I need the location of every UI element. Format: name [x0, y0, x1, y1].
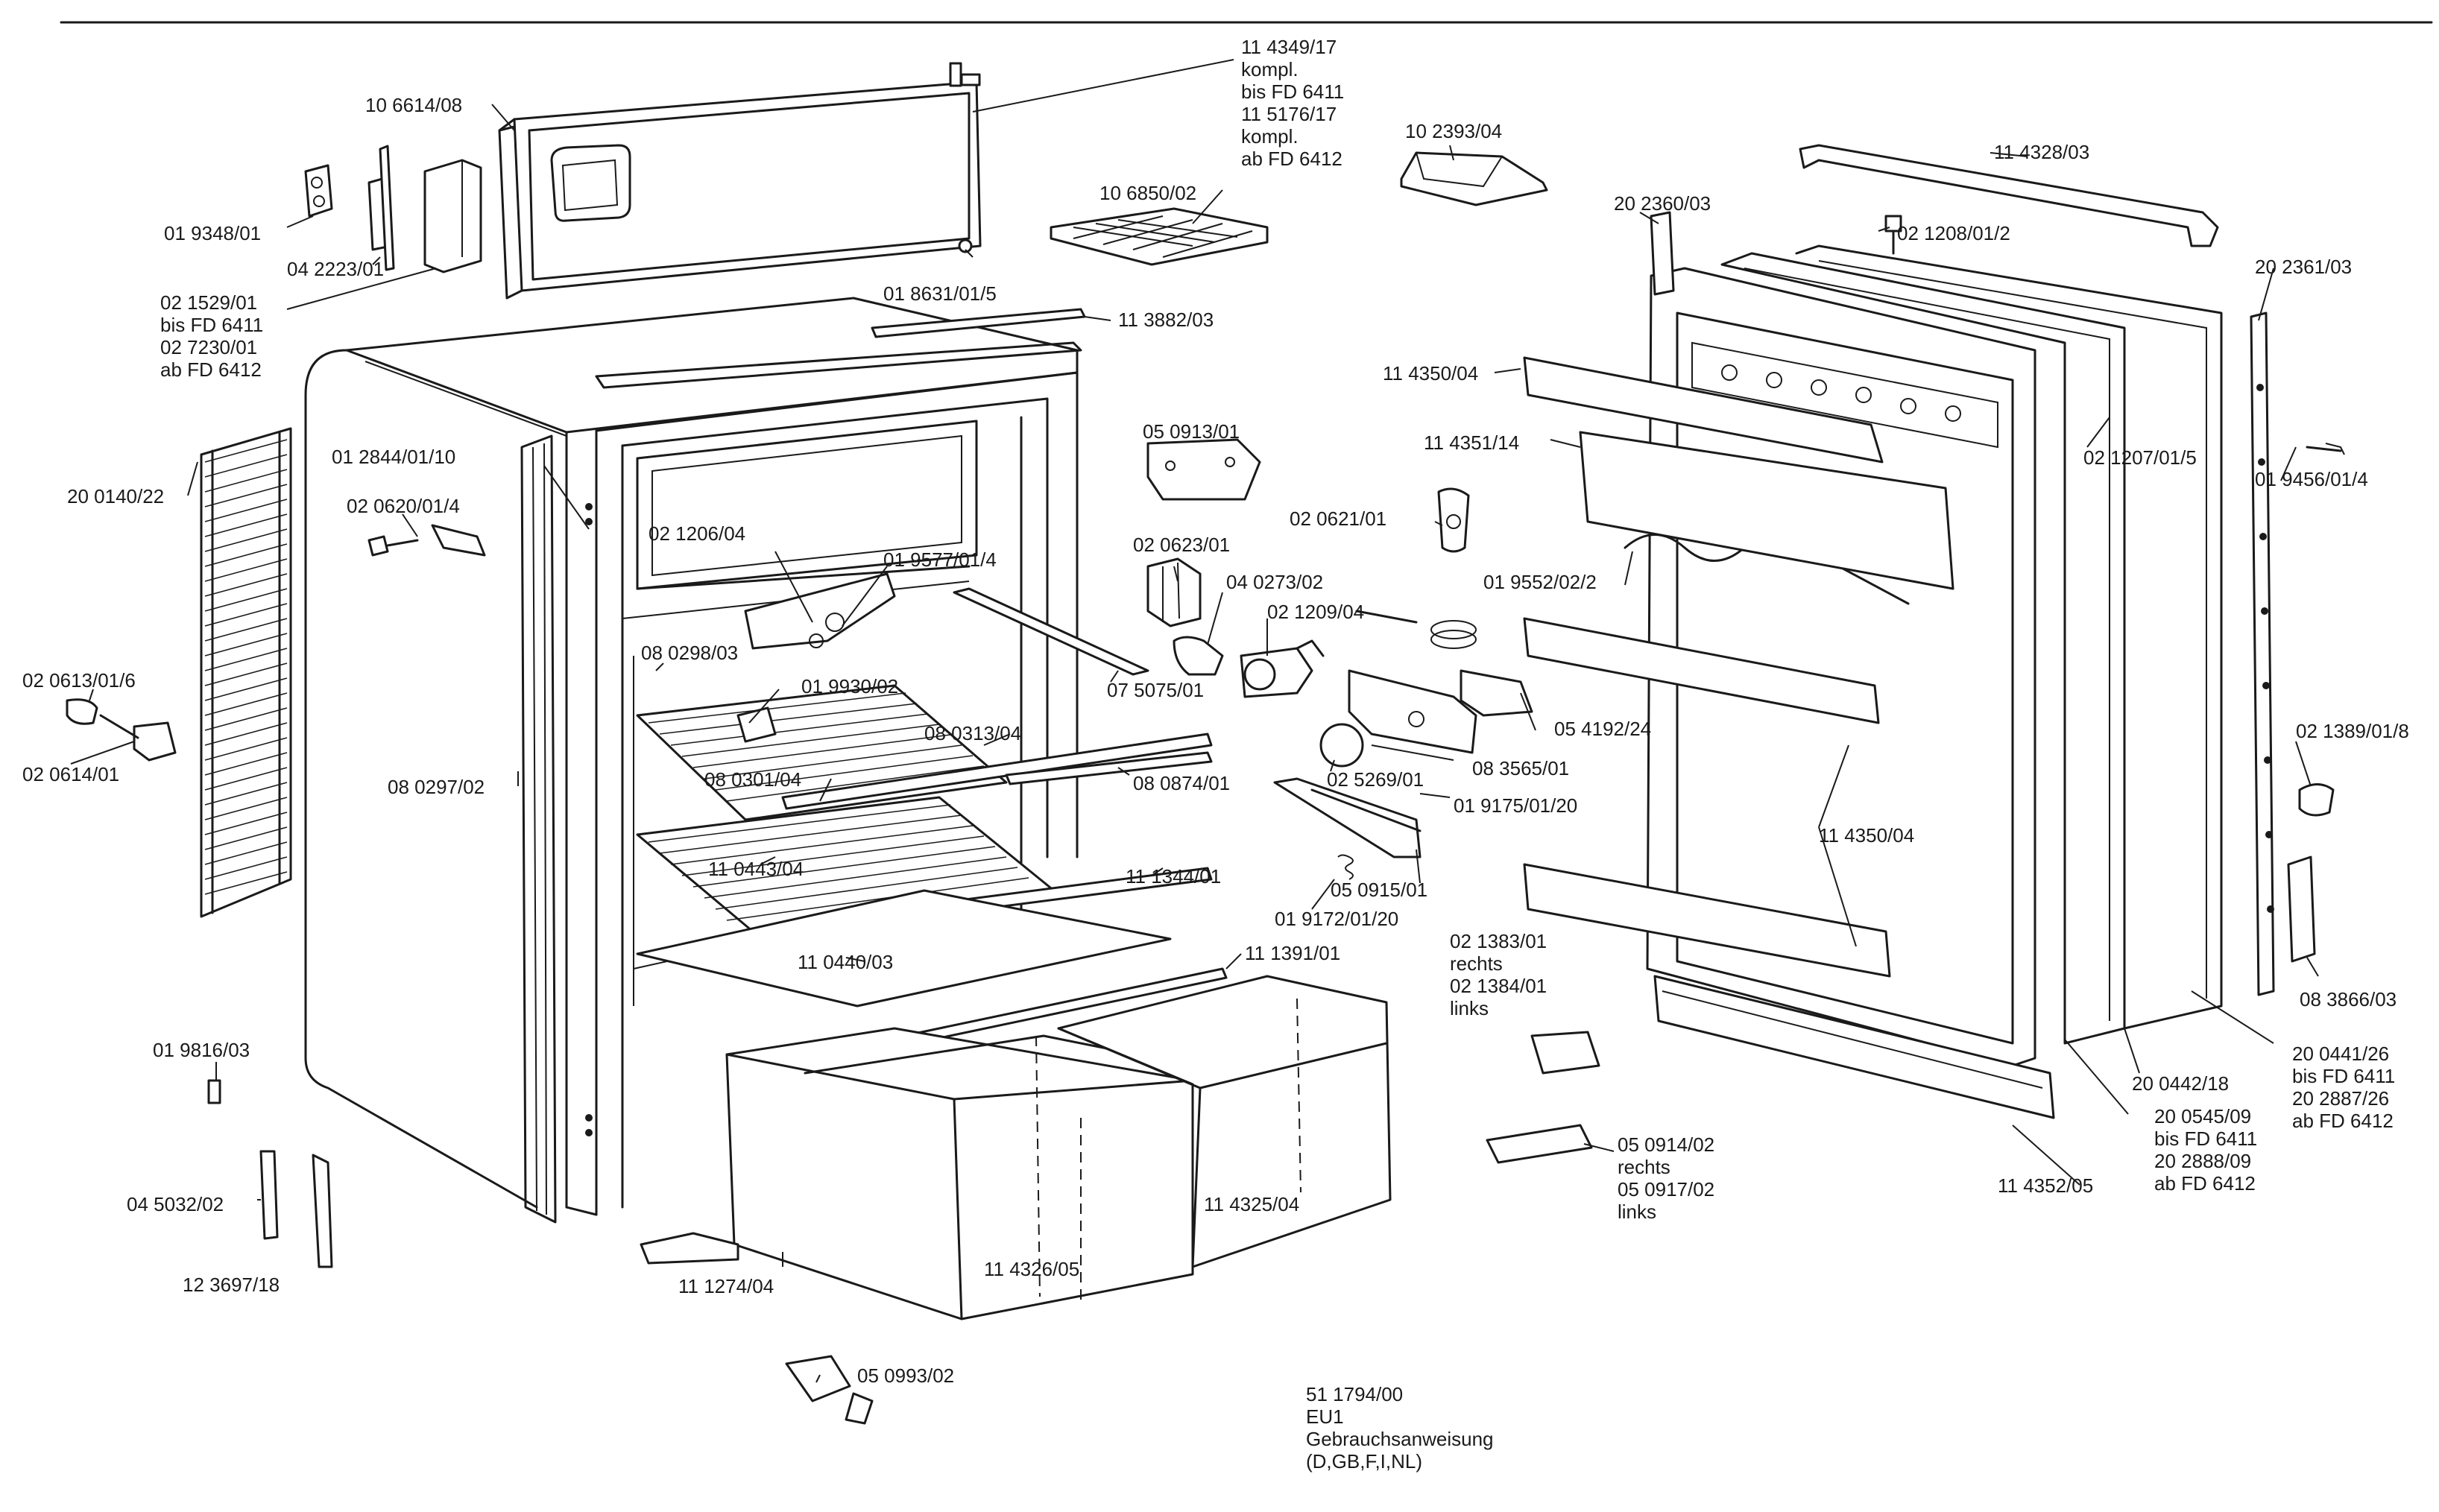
label-l03: 10 2393/04: [1405, 120, 1502, 142]
label-l09: 02 1208/01/2: [1897, 222, 2010, 244]
label-l12: 01 8631/01/5: [883, 282, 997, 305]
label-l18: 01 9456/01/4: [2255, 468, 2368, 490]
label-l15: 05 0913/01: [1143, 420, 1240, 443]
label-l33: 08 0313/04: [924, 722, 1021, 744]
label-l40: 02 1389/01/8: [2296, 720, 2409, 742]
label-l31: 01 9930/02: [801, 675, 898, 698]
label-l20: 01 2844/01/10: [332, 446, 455, 468]
crisper-drawer-large: [725, 1027, 1194, 1320]
label-l06: 04 2223/01: [287, 258, 384, 280]
label-l37: 08 0874/01: [1133, 772, 1230, 794]
fridge-door-liner: [1646, 267, 2036, 1067]
label-l62: 11 1274/04: [678, 1275, 774, 1297]
label-l49: 11 1391/01: [1245, 942, 1340, 964]
label-l35: 02 0614/01: [22, 763, 119, 785]
misc-hardware: [66, 215, 2345, 1425]
cabinet-body: [304, 297, 1082, 1216]
label-l57: 04 5032/02: [127, 1193, 224, 1215]
label-l48: 11 0440/03: [798, 951, 893, 973]
label-l47: 01 9172/01/20: [1275, 908, 1398, 930]
crisper-drawer-small: [1057, 975, 1392, 1268]
label-l05: 01 9348/01: [164, 222, 261, 244]
label-l30: 02 0613/01/6: [22, 669, 136, 692]
label-l64: 51 1794/00 EU1 Gebrauchsanweisung (D,GB,…: [1306, 1383, 1499, 1473]
control-knob-and-bracket: [1273, 669, 1477, 858]
label-l41: 08 0297/02: [388, 776, 485, 798]
front-gasket-strip: [520, 434, 557, 1224]
label-l07: 10 6850/02: [1099, 182, 1196, 204]
label-l51: 08 3866/03: [2300, 988, 2397, 1010]
label-l61: 11 4326/05: [984, 1258, 1079, 1280]
light-cover-rail: [953, 587, 1149, 676]
label-l50: 02 1383/01 rechts 02 1384/01 links: [1450, 930, 1552, 1019]
door-side-strip-right: [2250, 311, 2275, 996]
label-l54: 20 0442/18: [2132, 1072, 2229, 1095]
label-l11: 02 1529/01 bis FD 6411 02 7230/01 ab FD …: [160, 291, 269, 381]
label-l04: 11 4328/03: [1994, 141, 2089, 163]
top-hinge-bar: [1799, 144, 2219, 247]
label-l39: 08 3565/01: [1472, 757, 1569, 779]
label-l36: 08 0301/04: [704, 768, 801, 791]
freezer-door: [498, 62, 982, 300]
shelves: [636, 684, 1228, 1069]
door-bars: [1523, 356, 2055, 1119]
label-l24: 01 9577/01/4: [883, 548, 997, 571]
freezer-door-hinge-parts: [304, 145, 482, 273]
label-l21: 02 0620/01/4: [347, 495, 460, 517]
ice-cube-tray: [1050, 207, 1269, 266]
freezer-trim-bar: [871, 308, 1086, 338]
label-l56: 05 0914/02 rechts 05 0917/02 links: [1618, 1133, 1720, 1223]
label-l08: 20 2360/03: [1614, 192, 1711, 215]
label-l32: 07 5075/01: [1107, 679, 1204, 701]
drawer-rail-foot: [640, 1232, 739, 1265]
label-l02: 10 6614/08: [365, 94, 462, 116]
label-l29: 08 0298/03: [641, 642, 738, 664]
label-l63: 05 0993/02: [857, 1364, 954, 1387]
label-l58: 11 4325/04: [1204, 1193, 1299, 1215]
condenser-grille: [200, 427, 292, 918]
label-l26: 04 0273/02: [1226, 571, 1323, 593]
label-l38: 02 5269/01: [1327, 768, 1424, 791]
lamp-housing: [736, 572, 896, 743]
label-l44: 11 0443/04: [708, 858, 804, 880]
thermostat-assembly: [1146, 438, 1325, 698]
label-l34: 05 4192/24: [1554, 718, 1651, 740]
leader-lines: [70, 59, 2319, 1383]
label-l45: 11 1344/01: [1126, 865, 1221, 888]
label-l52: 01 9816/03: [153, 1039, 250, 1061]
label-l55: 20 0545/09 bis FD 6411 20 2888/09 ab FD …: [2154, 1105, 2263, 1195]
label-l53: 20 0441/26 bis FD 6411 20 2887/26 ab FD …: [2292, 1043, 2401, 1132]
label-l22: 02 0621/01: [1290, 507, 1386, 530]
label-l27: 01 9552/02/2: [1483, 571, 1597, 593]
label-l16: 11 4351/14: [1424, 431, 1519, 454]
label-l01: 11 4349/17 kompl. bis FD 6411 11 5176/17…: [1241, 36, 1350, 170]
label-l59: 11 4352/05: [1998, 1174, 2093, 1197]
label-l46: 05 0915/01: [1331, 879, 1427, 901]
label-l42: 01 9175/01/20: [1454, 794, 1577, 817]
fridge-door-gasket: [1795, 244, 2223, 1030]
label-l43: 11 4350/04: [1819, 824, 1914, 847]
label-l17: 02 1207/01/5: [2083, 446, 2197, 469]
label-l10: 20 2361/03: [2255, 256, 2352, 278]
door-hinge-strip-left: [1650, 211, 1675, 296]
part-number-labels: 11 4349/17 kompl. bis FD 6411 11 5176/17…: [22, 36, 2409, 1473]
label-l19: 20 0140/22: [67, 485, 164, 507]
label-l25: 02 0623/01: [1133, 534, 1230, 556]
label-l14: 11 4350/04: [1383, 362, 1478, 385]
small-tray: [1400, 151, 1548, 206]
label-l13: 11 3882/03: [1118, 309, 1214, 331]
label-l28: 02 1209/04: [1267, 601, 1364, 623]
label-l60: 12 3697/18: [183, 1274, 280, 1296]
label-l23: 02 1206/04: [649, 522, 745, 545]
